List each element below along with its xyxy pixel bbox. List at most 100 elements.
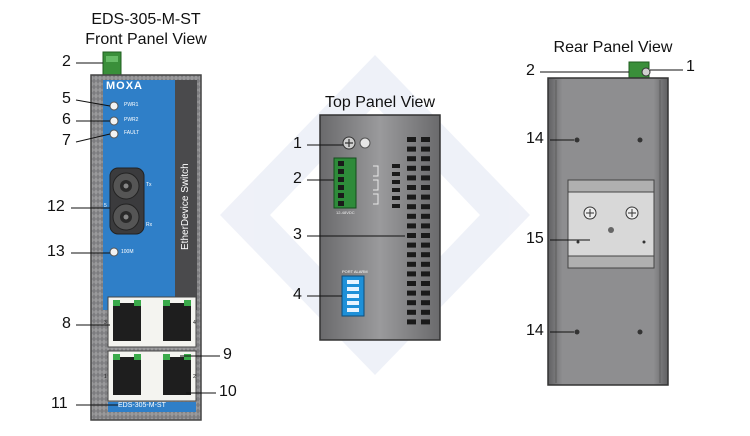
vent-slot bbox=[392, 164, 400, 168]
vent-slot bbox=[421, 137, 430, 142]
vent-slot bbox=[421, 156, 430, 162]
vent-slot bbox=[407, 252, 416, 258]
vent-slot bbox=[407, 242, 416, 248]
vent-slot bbox=[407, 261, 416, 267]
front-panel bbox=[90, 51, 202, 421]
rear-ground-screw bbox=[641, 67, 651, 77]
rear-screw-hole bbox=[574, 329, 580, 335]
rj45-port-2 bbox=[163, 357, 191, 395]
terminal-caption: 12-48VDC bbox=[336, 210, 355, 215]
callout-front-12: 12 bbox=[47, 198, 65, 215]
vent-slot bbox=[407, 194, 416, 200]
vent-slot bbox=[421, 223, 430, 229]
front-title-line2: Front Panel View bbox=[85, 31, 207, 48]
vent-slot bbox=[407, 185, 416, 190]
vent-slot bbox=[392, 204, 400, 208]
top-housing bbox=[319, 114, 441, 341]
callout-rear-1: 1 bbox=[686, 58, 695, 75]
front-terminal-block bbox=[102, 51, 122, 77]
fiber-rx-label: Rx bbox=[146, 222, 153, 228]
model-plate bbox=[108, 402, 196, 412]
led-fault bbox=[109, 129, 119, 139]
vent-slot bbox=[392, 188, 400, 192]
callout-front-10: 10 bbox=[219, 383, 237, 400]
callout-top-4: 4 bbox=[293, 286, 302, 303]
vent-slot bbox=[407, 137, 416, 142]
rear-panel bbox=[547, 61, 669, 386]
fiber-port-number: 5 bbox=[104, 203, 107, 209]
model-plate-text: EDS-305-M-ST bbox=[118, 402, 166, 409]
callout-front-7: 7 bbox=[62, 132, 71, 149]
vent-slot bbox=[421, 261, 430, 267]
callout-rear-14-top: 14 bbox=[526, 130, 544, 147]
callout-top-2: 2 bbox=[293, 170, 302, 187]
front-label-band bbox=[175, 80, 197, 310]
callout-front-5: 5 bbox=[62, 90, 71, 107]
vent-slot bbox=[421, 185, 430, 190]
vent-slot bbox=[407, 175, 416, 181]
vent-slot bbox=[421, 252, 430, 258]
rear-screw-hole bbox=[637, 137, 643, 143]
led-fault-label: FAULT bbox=[124, 130, 140, 136]
vent-slot bbox=[407, 300, 416, 306]
vent-slot bbox=[421, 204, 430, 210]
vent-slot bbox=[407, 165, 416, 171]
led-pwr1-label: PWR1 bbox=[124, 102, 139, 108]
vent-slot bbox=[392, 180, 400, 184]
rear-screw-hole bbox=[637, 329, 643, 335]
leader-lines bbox=[71, 62, 683, 406]
vent-slot bbox=[392, 172, 400, 176]
vent-slot bbox=[421, 319, 430, 325]
vent-slot bbox=[407, 290, 416, 296]
port-4-label: 4 bbox=[193, 320, 196, 326]
vent-slot bbox=[421, 290, 430, 296]
led-100m-label: 100M bbox=[121, 249, 134, 255]
rear-title: Rear Panel View bbox=[553, 39, 673, 56]
port-2-label: 2 bbox=[193, 374, 196, 380]
vent-slot bbox=[421, 213, 430, 219]
rj45-port-1 bbox=[113, 357, 141, 395]
rj45-port-3 bbox=[113, 303, 141, 341]
vent-slot bbox=[421, 300, 430, 306]
led-pwr1 bbox=[109, 101, 119, 111]
power-terminal-block bbox=[333, 157, 357, 209]
vent-slot bbox=[421, 146, 430, 152]
port-3-label: 3 bbox=[104, 320, 107, 326]
vent-slot bbox=[407, 281, 416, 286]
vent-slot bbox=[421, 281, 430, 286]
fiber-tx-label: Tx bbox=[146, 182, 152, 188]
callout-rear-2: 2 bbox=[526, 62, 535, 79]
vent-slot bbox=[407, 319, 416, 325]
vent-slot bbox=[407, 271, 416, 277]
callout-rear-15: 15 bbox=[526, 230, 544, 247]
callout-front-2: 2 bbox=[62, 53, 71, 70]
vent-slot bbox=[421, 271, 430, 277]
vent-slot bbox=[421, 242, 430, 248]
vent-slot bbox=[407, 223, 416, 229]
vertical-product-label: EtherDevice Switch bbox=[180, 163, 191, 250]
port-1-label: 1 bbox=[104, 374, 107, 380]
vent-slot bbox=[407, 156, 416, 162]
vent-slot bbox=[407, 146, 416, 152]
callout-front-9: 9 bbox=[223, 346, 232, 363]
callout-top-1: 1 bbox=[293, 135, 302, 152]
vent-slot bbox=[421, 175, 430, 181]
led-pwr2 bbox=[109, 116, 119, 126]
led-100m bbox=[109, 247, 119, 257]
vent-slot bbox=[407, 204, 416, 210]
ground-symbol-icon bbox=[359, 137, 371, 149]
vent-slot bbox=[421, 309, 430, 315]
callout-rear-14-bottom: 14 bbox=[526, 322, 544, 339]
vent-slot bbox=[421, 165, 430, 171]
vent-slot bbox=[421, 233, 430, 238]
top-title: Top Panel View bbox=[325, 94, 435, 111]
led-pwr2-label: PWR2 bbox=[124, 117, 139, 123]
callout-front-13: 13 bbox=[47, 243, 65, 260]
dip-switch-label: PORT ALARM bbox=[342, 269, 368, 274]
din-rail-clip bbox=[567, 179, 655, 269]
front-title-line1: EDS-305-M-ST bbox=[91, 11, 201, 28]
rj45-port-4 bbox=[163, 303, 191, 341]
callout-front-6: 6 bbox=[62, 111, 71, 128]
brand-logo: MOXA bbox=[106, 80, 143, 92]
